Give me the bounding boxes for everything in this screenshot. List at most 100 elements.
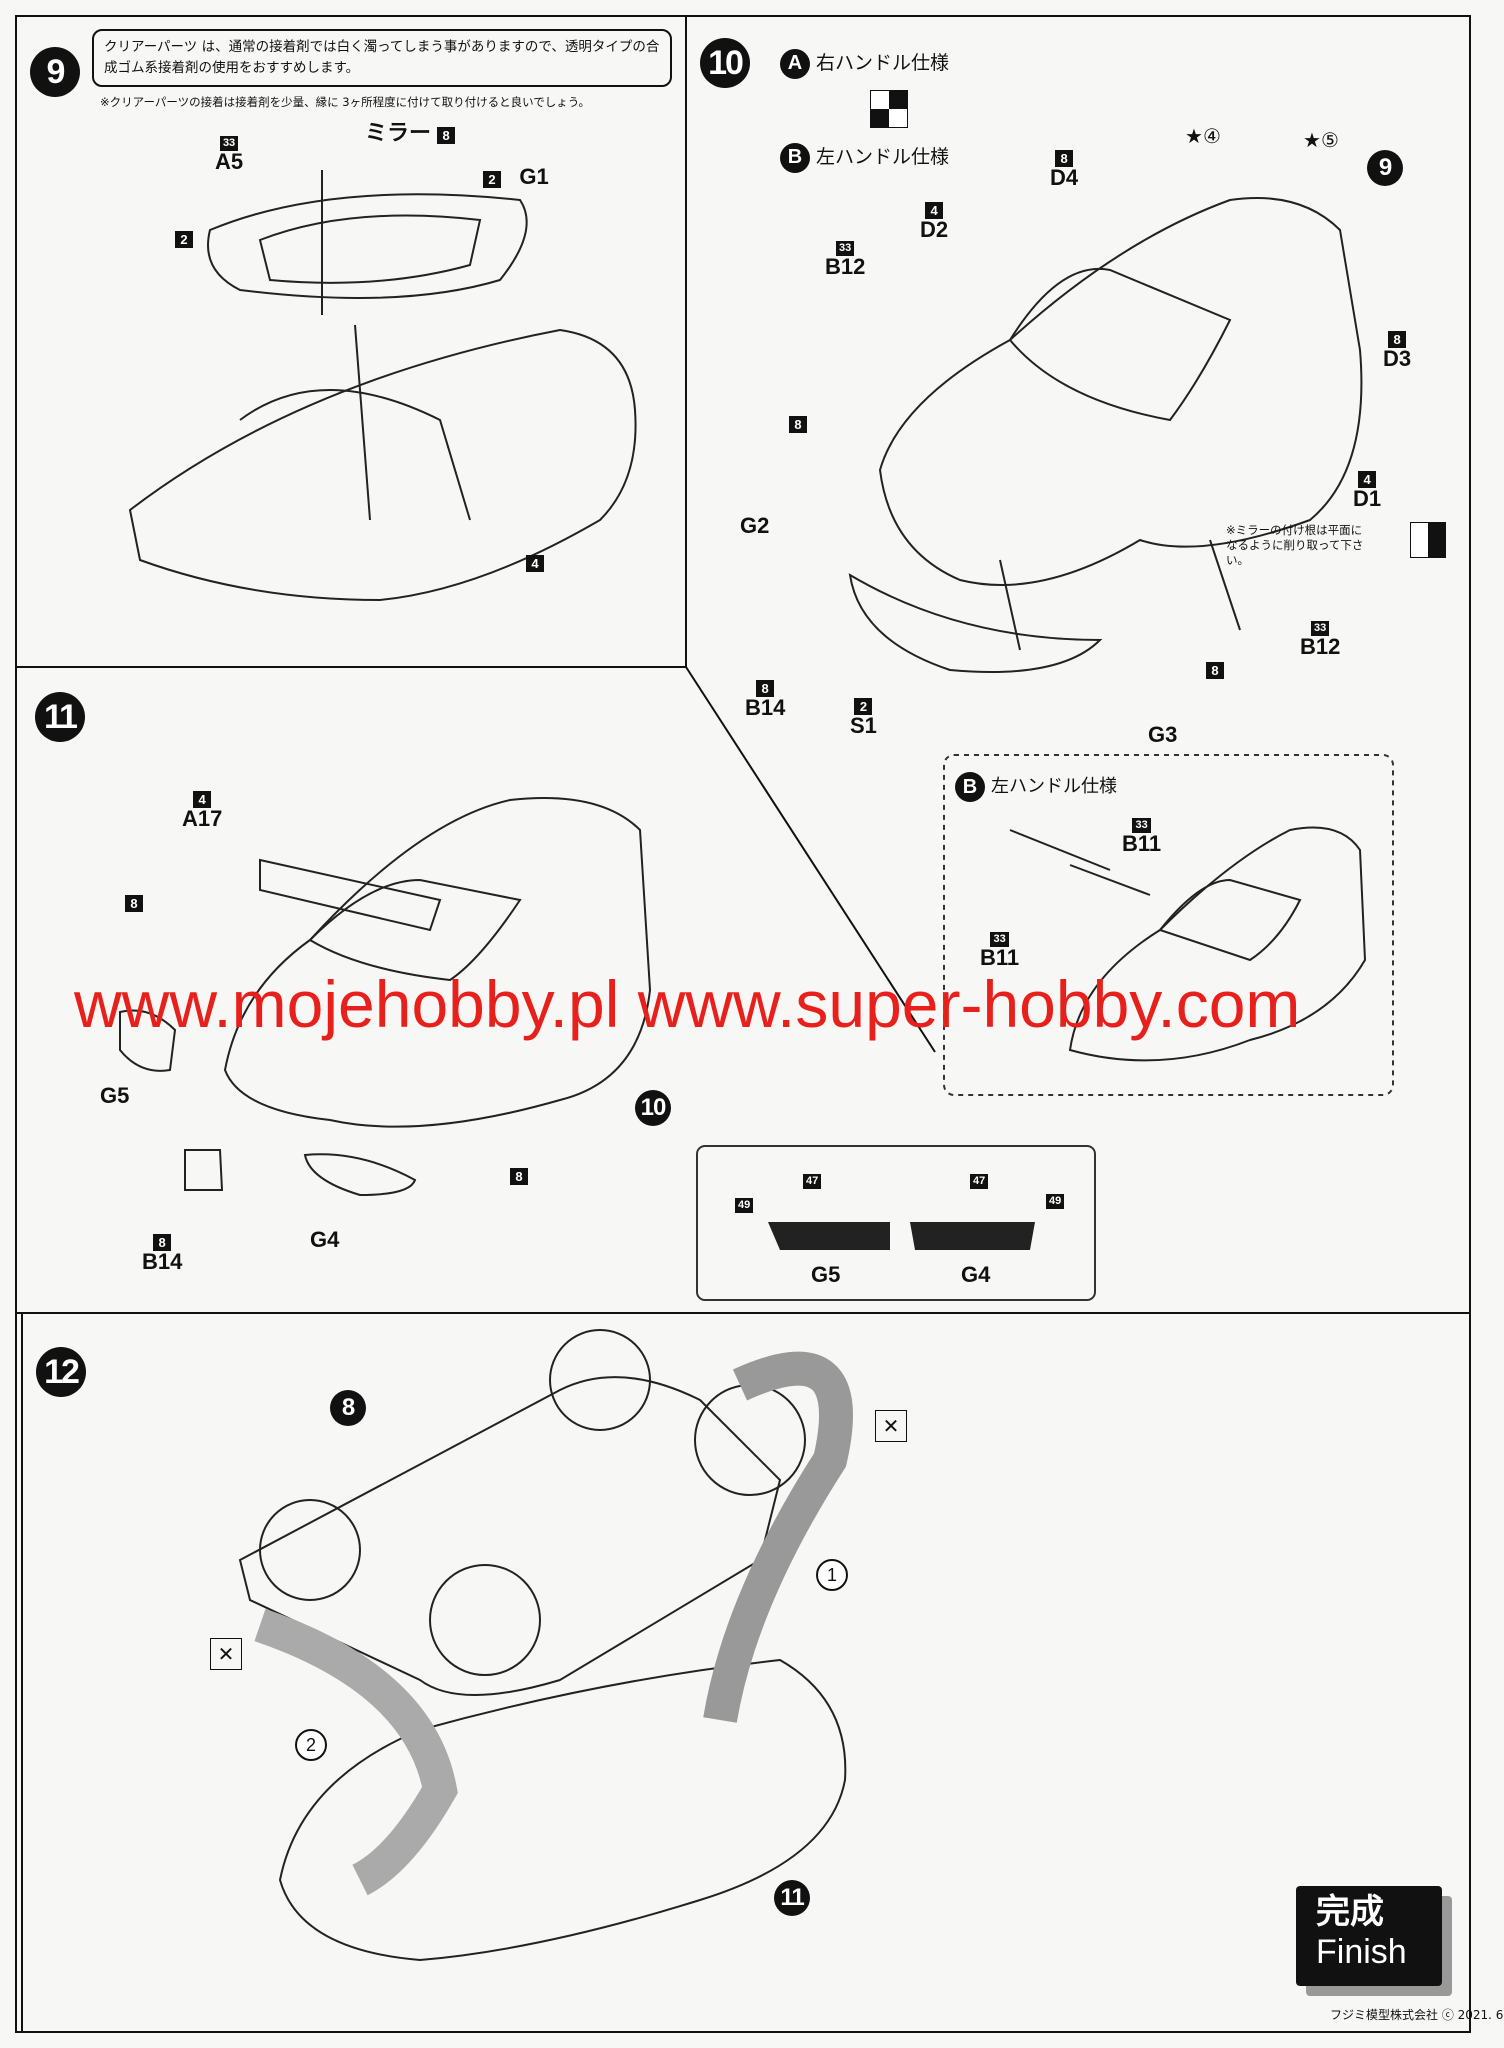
finish-en: Finish [1316, 1933, 1407, 1971]
color-code: 4 [526, 555, 544, 572]
order-1: 1 [816, 1559, 848, 1591]
mirror-note: ※ミラーの付け根は平面になるように削り取って下さい。 [1226, 523, 1364, 567]
color-code: 33 [990, 932, 1009, 947]
ref-step-8: 8 [330, 1390, 366, 1426]
car-rear-drawing [119, 797, 652, 1197]
color-code: 8 [153, 1234, 172, 1251]
step-10-badge: 10 [700, 38, 750, 88]
g4-color-49: 49 [1046, 1186, 1065, 1209]
arrow-1 [703, 1351, 853, 1723]
two-circles-icon [1410, 522, 1446, 558]
color-8-taillight: 8 [1206, 657, 1224, 679]
part-code: S1 [850, 713, 877, 738]
option-label: 左ハンドル仕様 [816, 146, 950, 168]
step-9-badge: 9 [30, 47, 80, 97]
part-g5: G5 [100, 1083, 130, 1108]
arrow-2 [254, 1608, 458, 1896]
part-code: D1 [1353, 486, 1382, 511]
watermark: www.mojehobby.pl www.super-hobby.com [74, 967, 1301, 1041]
option-badge: A [780, 48, 810, 79]
mirror-label: ミラー 8 [365, 120, 456, 145]
color-code: 2 [175, 231, 193, 248]
color-code: 4 [925, 202, 944, 219]
part-code: A17 [182, 806, 223, 831]
part-name: ミラー [365, 120, 432, 145]
color-guide-box [696, 1145, 1096, 1301]
color-code: 8 [437, 127, 456, 144]
finish-badge: 完成 Finish [1296, 1886, 1442, 1986]
star-number: ④ [1202, 124, 1221, 148]
color-code: 8 [1055, 150, 1074, 167]
car-lhd-drawing [1009, 826, 1367, 1062]
body-drop-drawing [278, 1658, 847, 1962]
color-code: 2 [483, 171, 501, 188]
color-code: 49 [735, 1198, 754, 1213]
g4-color-47: 47 [970, 1166, 989, 1189]
ref-step-10: 10 [635, 1090, 671, 1126]
step-11-badge: 11 [35, 692, 85, 742]
part-code: A5 [215, 149, 244, 174]
color-code: 47 [803, 1174, 822, 1189]
part-code: B12 [1300, 634, 1341, 659]
body-color-label: 2 [175, 226, 193, 248]
option-label: 右ハンドル仕様 [816, 52, 950, 74]
option-badge: B [780, 142, 810, 173]
part-code: B14 [745, 695, 786, 720]
color-code: 4 [193, 791, 212, 808]
star-5-marker: ★⑤ [1303, 128, 1339, 152]
g5-color-47: 47 [803, 1166, 822, 1189]
part-g2: G2 [740, 513, 770, 538]
part-code: B11 [980, 945, 1020, 970]
color-code: 47 [970, 1174, 989, 1189]
star-number: ⑤ [1320, 128, 1339, 152]
copyright: フジミ模型株式会社 ⓒ 2021. 6 [1330, 2008, 1504, 2022]
step-12-badge: 12 [36, 1347, 86, 1397]
color-code: 33 [219, 136, 239, 151]
g4-lens-shape [910, 1222, 1035, 1250]
part-code: D4 [1050, 165, 1079, 190]
color-8-taillight: 8 [510, 1163, 528, 1185]
part-code: B11 [1122, 831, 1162, 856]
order-2: 2 [295, 1729, 327, 1761]
color-box-g5: G5 [811, 1262, 841, 1287]
clear-parts-footnote: ※クリアーパーツの接着は接着剤を少量、縁に 3ヶ所程度に付けて取り付けると良いで… [100, 95, 591, 109]
car-front-drawing [848, 197, 1363, 673]
interior-color-label: 4 [526, 550, 544, 572]
part-g3: G3 [1148, 722, 1178, 747]
no-glue-icon: ✕ [210, 1638, 242, 1670]
color-code: 8 [756, 680, 775, 697]
color-code: 8 [1388, 331, 1407, 348]
lhd-box-border [943, 754, 1394, 1096]
ref-step-11: 11 [774, 1880, 810, 1916]
color-code: 49 [1046, 1194, 1065, 1209]
checker-icon [870, 90, 908, 128]
option-b: B 左ハンドル仕様 [780, 142, 949, 173]
option-a: A 右ハンドル仕様 [780, 48, 949, 79]
option-badge: B [955, 772, 985, 802]
color-box-g4: G4 [961, 1262, 991, 1287]
part-code: D3 [1383, 346, 1412, 371]
g5-color-49: 49 [735, 1190, 754, 1213]
star-icon: ★ [1303, 128, 1321, 152]
part-g4: G4 [310, 1227, 340, 1252]
color-code: 8 [510, 1168, 528, 1185]
color-code: 33 [836, 241, 855, 256]
color-8-license: 8 [125, 890, 143, 912]
g5-lens-shape [768, 1222, 890, 1250]
color-code: 4 [1358, 471, 1377, 488]
part-g1: 2 G1 [483, 166, 549, 188]
